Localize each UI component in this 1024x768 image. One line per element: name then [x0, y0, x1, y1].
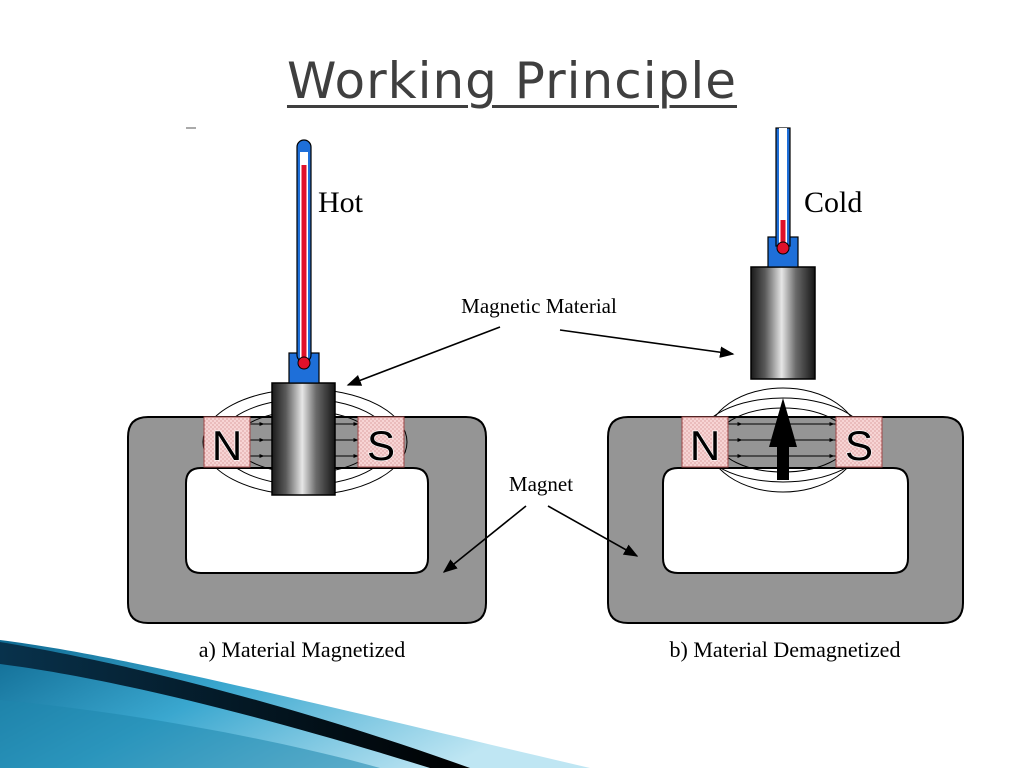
magnetic-material-label: Magnetic Material [461, 294, 617, 318]
left-south-pole [357, 416, 405, 468]
left-thermometer [288, 139, 320, 384]
magnetic-material-arrow-right [559, 329, 735, 358]
left-thermometer-label: Hot [318, 186, 364, 219]
magnet-arrow-left [442, 505, 527, 573]
right-north-label: N [690, 422, 720, 469]
magnet-label: Magnet [509, 472, 573, 496]
left-north-pole [203, 416, 251, 468]
magnet-arrow-right [547, 505, 639, 557]
callouts: Magnetic Material Magnet [346, 294, 735, 573]
right-thermometer-label: Cold [804, 186, 862, 219]
left-north-label: N [212, 422, 242, 469]
right-caption: b) Material Demagnetized [670, 637, 901, 662]
left-south-label: S [367, 422, 395, 469]
right-south-label: S [845, 422, 873, 469]
right-south-pole [835, 416, 883, 468]
right-panel: N S Cold b) Material Demagnetized [607, 127, 964, 662]
page-title: Working Principle [286, 52, 737, 110]
right-north-pole [681, 416, 729, 468]
left-magnetic-material [271, 382, 336, 496]
magnetic-material-arrow-left [346, 326, 501, 386]
left-panel: N S Hot a) Material Magnetized [127, 139, 487, 662]
right-field-arrow [769, 398, 797, 480]
left-caption: a) Material Magnetized [199, 637, 405, 662]
right-magnetic-material [750, 266, 816, 380]
right-thermometer [767, 127, 799, 268]
